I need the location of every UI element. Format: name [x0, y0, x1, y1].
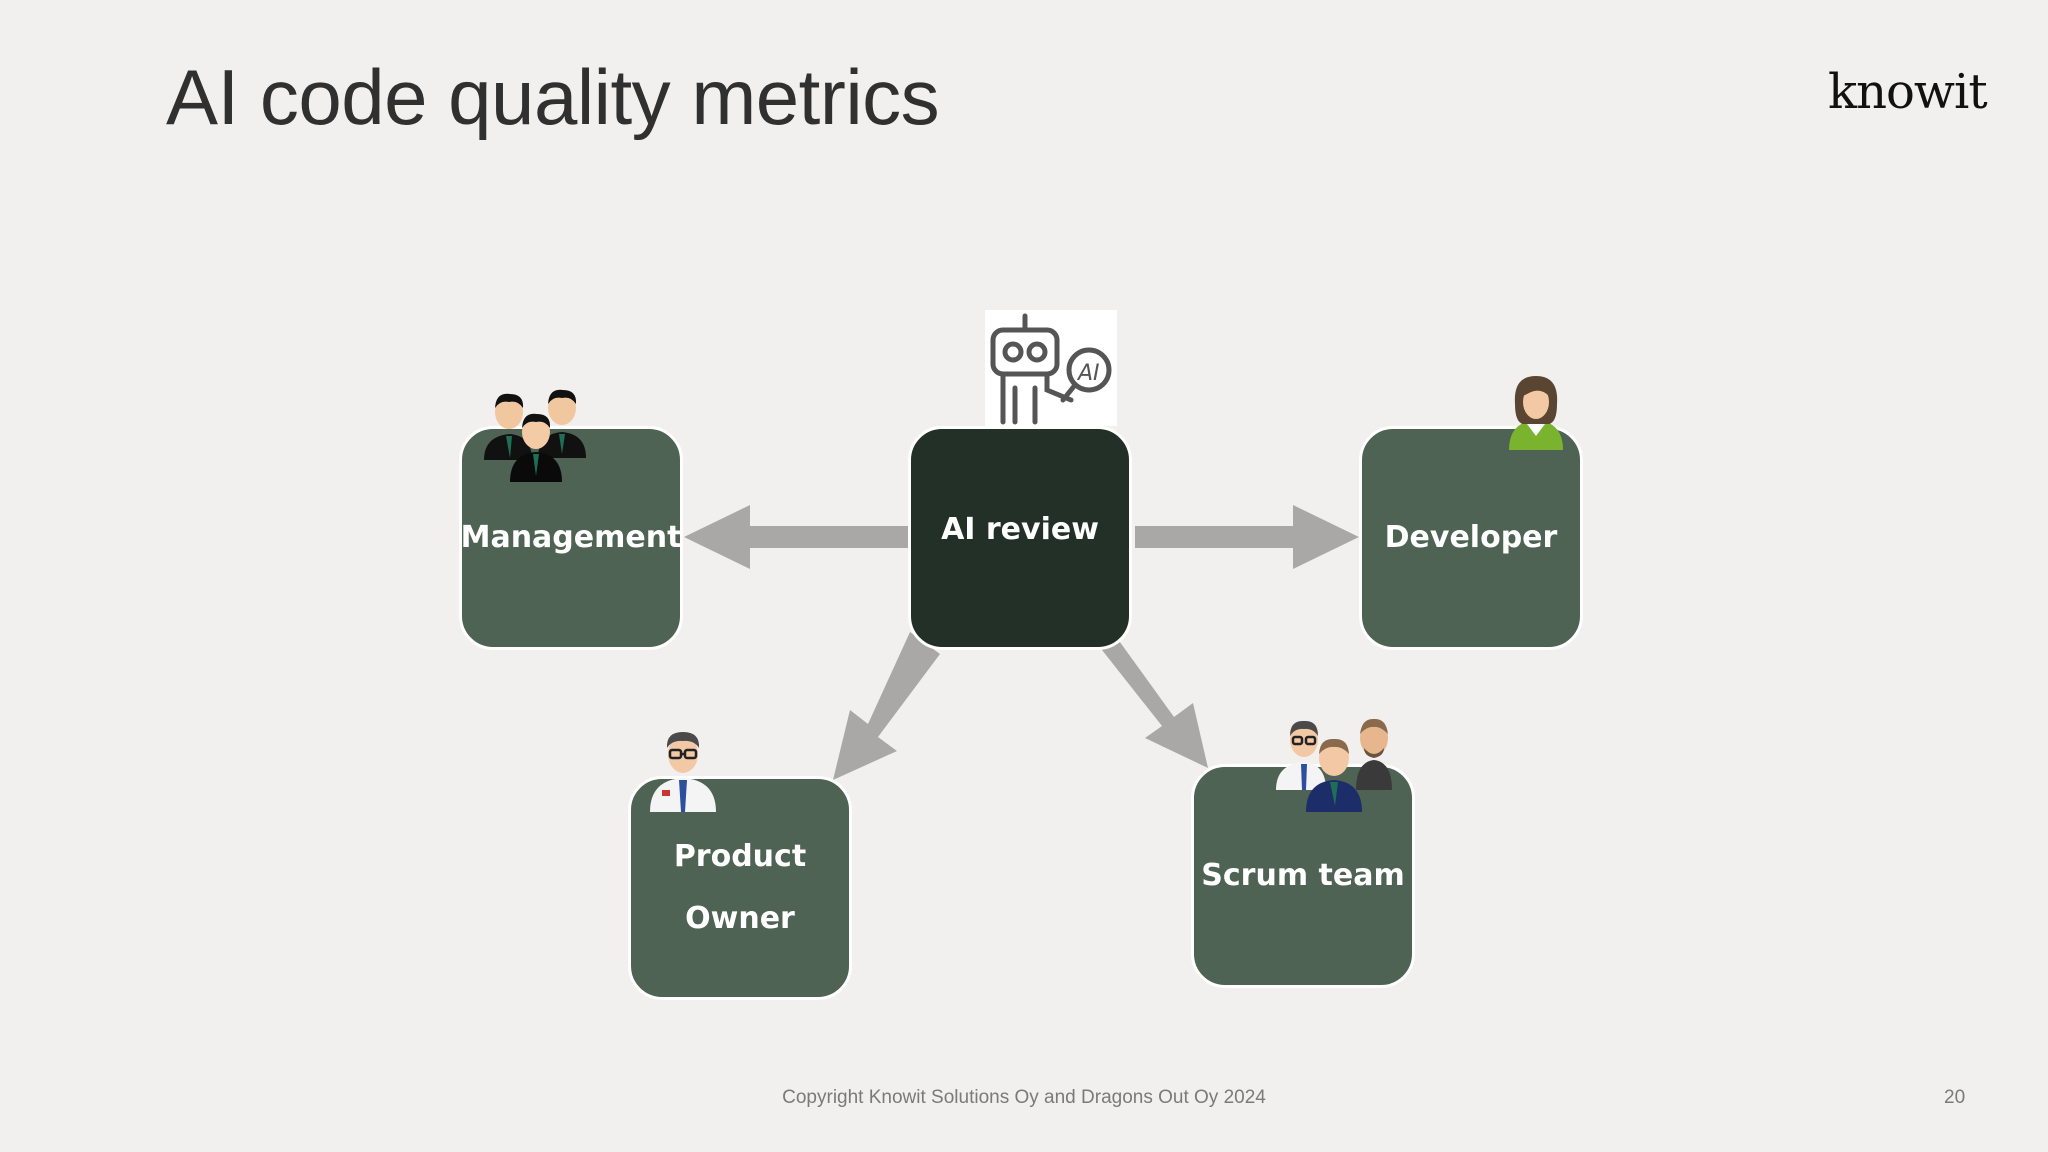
slide-title: AI code quality metrics: [166, 53, 940, 141]
team-group-icon: [1276, 718, 1392, 812]
node-product-owner-label-line1: Product: [673, 839, 807, 874]
arrow-to-management: [684, 505, 908, 569]
node-ai-review-label: AI review: [941, 512, 1099, 547]
woman-user-icon: [1509, 376, 1563, 450]
business-group-icon: [484, 389, 586, 482]
node-developer: Developer: [1359, 426, 1583, 650]
copyright-footer: Copyright Knowit Solutions Oy and Dragon…: [782, 1087, 1266, 1108]
node-scrum-team-label: Scrum team: [1201, 858, 1405, 893]
man-glasses-icon: [650, 732, 716, 812]
arrow-to-developer: [1135, 505, 1359, 569]
arrow-to-scrum-team: [1102, 638, 1208, 768]
node-developer-label: Developer: [1384, 520, 1558, 555]
page-number: 20: [1944, 1087, 1966, 1108]
node-management: Management: [459, 426, 683, 650]
node-product-owner: Product Owner: [628, 776, 852, 1000]
node-management-label: Management: [460, 520, 682, 555]
node-scrum-team: Scrum team: [1191, 764, 1415, 988]
node-product-owner-label-line2: Owner: [685, 901, 795, 936]
arrow-to-product-owner: [833, 632, 940, 780]
svg-text:AI: AI: [1076, 361, 1100, 386]
robot-ai-icon: AI: [985, 310, 1117, 426]
node-ai-review: AI review: [908, 426, 1132, 650]
knowit-logo: knowit: [1828, 64, 1988, 120]
